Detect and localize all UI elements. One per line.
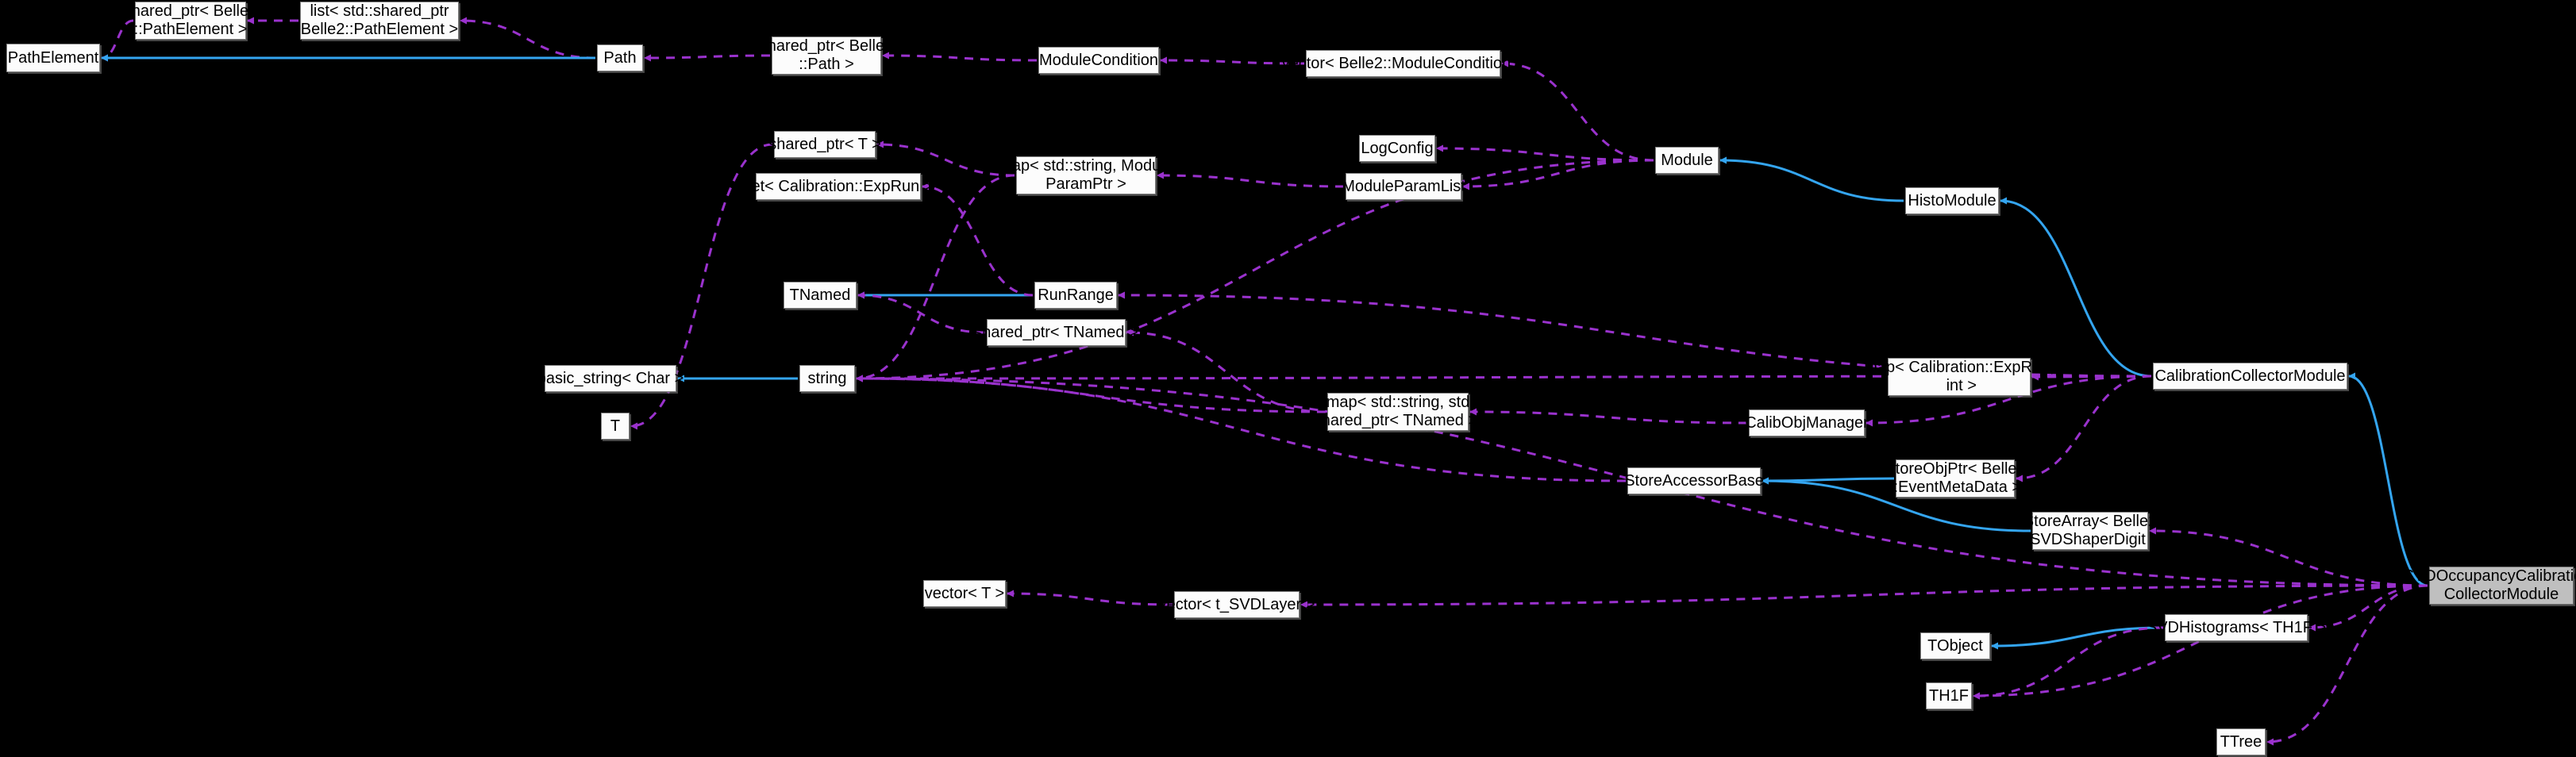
class-node-label: basic_string< Char > [537, 369, 684, 387]
class-node-ttree[interactable]: TTree [2216, 728, 2266, 755]
class-node-label: StoreArray< Belle2 ::SVDShaperDigit > [2021, 513, 2159, 548]
class-node-label: map< Calibration::ExpRun, int > [1864, 359, 2054, 394]
edge-module-to-module_param_list [1462, 159, 1654, 190]
class-node-label: shared_ptr< Belle2 ::PathElement > [123, 2, 258, 38]
edge-calib_obj_manager-to-map_string_shared_tnamed [1469, 408, 1748, 425]
class-node-store_array_shaperdigit[interactable]: StoreArray< Belle2 ::SVDShaperDigit > [2021, 512, 2159, 550]
edge-store_obj_ptr_eventmeta-to-store_accessor_base [1762, 477, 1895, 485]
class-node-tnamed[interactable]: TNamed [784, 282, 857, 309]
class-node-label: HistoModule [1908, 191, 1996, 209]
class-node-label: vector< Belle2::ModuleCondition > [1281, 54, 1525, 72]
class-node-list_shared_ptr_pathelem[interactable]: list< std::shared_ptr < Belle2::PathElem… [287, 2, 472, 40]
class-node-shared_ptr_path[interactable]: shared_ptr< Belle2 ::Path > [760, 37, 893, 75]
class-node-map_string_shared_tnamed[interactable]: map< std::string, std ::shared_ptr< TNam… [1305, 393, 1491, 431]
class-node-label: TNamed [789, 286, 851, 304]
class-node-shared_ptr_t[interactable]: shared_ptr< T > [768, 131, 881, 158]
class-node-histo_module[interactable]: HistoModule [1905, 187, 1999, 214]
class-node-store_accessor_base[interactable]: StoreAccessorBase [1624, 467, 1764, 494]
edge-histo_module-to-module [1719, 156, 1904, 202]
edge-svd_histograms_th1f-to-th1f [1973, 626, 2164, 700]
class-node-module[interactable]: Module [1655, 147, 1719, 174]
class-node-path[interactable]: Path [597, 44, 643, 71]
class-node-label: TH1F [1929, 686, 1969, 705]
class-node-label: ModuleCondition [1038, 51, 1159, 69]
edge-module_param_list-to-map_string_moduleparamptr [1157, 171, 1345, 188]
class-node-shared_ptr_tnamed[interactable]: shared_ptr< TNamed > [974, 319, 1138, 346]
class-node-label: shared_ptr< Belle2 ::Path > [759, 37, 894, 73]
class-node-shared_ptr_pathelement[interactable]: shared_ptr< Belle2 ::PathElement > [124, 2, 257, 40]
class-node-vector_module_condition[interactable]: vector< Belle2::ModuleCondition > [1282, 50, 1524, 77]
class-node-set_calibration_exprun[interactable]: set< Calibration::ExpRun > [743, 173, 934, 200]
class-node-label: map< std::string, Module ParamPtr > [999, 157, 1173, 193]
class-node-t[interactable]: T [601, 413, 630, 440]
edge-module-to-vector_module_condition [1501, 60, 1654, 162]
class-node-label: LogConfig [1361, 139, 1434, 157]
class-node-svd_histograms_th1f[interactable]: SVDHistograms< TH1F > [2147, 614, 2326, 641]
class-node-label: string [807, 369, 847, 387]
class-node-label: SVDOccupancyCalibrations CollectorModule [2403, 567, 2576, 603]
edge-shared_ptr_tnamed-to-tnamed [857, 291, 986, 334]
edge-path-to-list_shared_ptr_pathelem [460, 17, 596, 60]
class-node-map_exprun_int[interactable]: map< Calibration::ExpRun, int > [1864, 358, 2054, 396]
class-node-module_condition[interactable]: ModuleCondition [1038, 47, 1159, 74]
edge-calibration_collector_mod-to-histo_module [2000, 197, 2152, 378]
class-node-label: shared_ptr< TNamed > [974, 323, 1138, 341]
edge-map_string_shared_tnamed-to-shared_ptr_tnamed [1126, 329, 1327, 413]
class-node-string[interactable]: string [799, 365, 855, 392]
edge-shared_ptr_path-to-path [644, 54, 771, 62]
edge-module-to-string [856, 159, 1654, 382]
edge-map_string_moduleparamptr-to-shared_ptr_t [876, 140, 1015, 177]
class-node-label: Module [1661, 151, 1713, 169]
edge-svd_histograms_th1f-to-tobject [1991, 626, 2164, 650]
class-node-calib_obj_manager[interactable]: CalibObjManager [1745, 409, 1869, 436]
edge-svd_occupancy_collector-to-store_array_shaperdigit [2149, 527, 2428, 587]
class-node-basic_string_char[interactable]: basic_string< Char > [537, 365, 683, 392]
edge-svd_occupancy_collector-to-ttree [2266, 584, 2428, 746]
edge-store_accessor_base-to-string [856, 375, 1627, 482]
edge-vector_t_svdlayer-to-vector_t [1007, 590, 1173, 606]
class-node-vector_t[interactable]: vector< T > [923, 580, 1006, 607]
class-node-label: ModuleParamList [1342, 177, 1465, 195]
class-node-label: vector< T > [924, 584, 1005, 602]
class-node-label: TTree [2220, 732, 2262, 751]
class-node-label: list< std::shared_ptr < Belle2::PathElem… [287, 2, 472, 38]
class-node-label: RunRange [1038, 286, 1114, 304]
edge-module_condition-to-shared_ptr_path [882, 52, 1038, 62]
class-node-module_param_list[interactable]: ModuleParamList [1342, 173, 1465, 200]
class-node-tobject[interactable]: TObject [1920, 632, 1990, 659]
edge-map_string_shared_tnamed-to-string [856, 375, 1327, 413]
class-node-label: SVDHistograms< TH1F > [2146, 618, 2327, 636]
class-node-store_obj_ptr_eventmeta[interactable]: StoreObjPtr< Belle2 ::EventMetaData > [1885, 459, 2026, 498]
class-node-label: set< Calibration::ExpRun > [743, 177, 934, 195]
class-node-label: CalibrationCollectorModule [2154, 367, 2346, 385]
class-node-th1f[interactable]: TH1F [1926, 682, 1972, 709]
class-node-calibration_collector_mod[interactable]: CalibrationCollectorModule [2153, 363, 2347, 390]
class-node-log_config[interactable]: LogConfig [1359, 135, 1435, 162]
edge-run_range-to-set_calibration_exprun [922, 183, 1034, 297]
class-node-map_string_moduleparamptr[interactable]: map< std::string, Module ParamPtr > [999, 156, 1173, 194]
class-node-run_range[interactable]: RunRange [1034, 282, 1117, 309]
class-node-label: TObject [1927, 636, 1983, 655]
class-node-label: map< std::string, std ::shared_ptr< TNam… [1304, 394, 1492, 429]
class-node-label: StoreObjPtr< Belle2 ::EventMetaData > [1885, 460, 2026, 496]
class-node-label: T [610, 417, 621, 435]
class-node-label: Path [603, 48, 637, 67]
edge-svd_occupancy_collector-to-calibration_collector_mod [2348, 372, 2428, 587]
edge-svd_occupancy_collector-to-vector_t_svdlayer [1300, 584, 2428, 609]
edge-map_string_moduleparamptr-to-string [856, 174, 1015, 382]
class-node-path_element[interactable]: PathElement [6, 44, 100, 72]
class-node-label: PathElement [7, 48, 99, 67]
edge-module-to-log_config [1436, 144, 1654, 162]
class-node-label: shared_ptr< T > [768, 135, 881, 153]
class-node-vector_t_svdlayer[interactable]: vector< t_SVDLayer > [1159, 591, 1315, 618]
class-node-label: CalibObjManager [1745, 413, 1869, 432]
class-node-label: StoreAccessorBase [1624, 471, 1764, 490]
class-node-svd_occupancy_collector: SVDOccupancyCalibrations CollectorModule [2404, 567, 2576, 605]
class-node-label: vector< t_SVDLayer > [1158, 595, 1315, 613]
